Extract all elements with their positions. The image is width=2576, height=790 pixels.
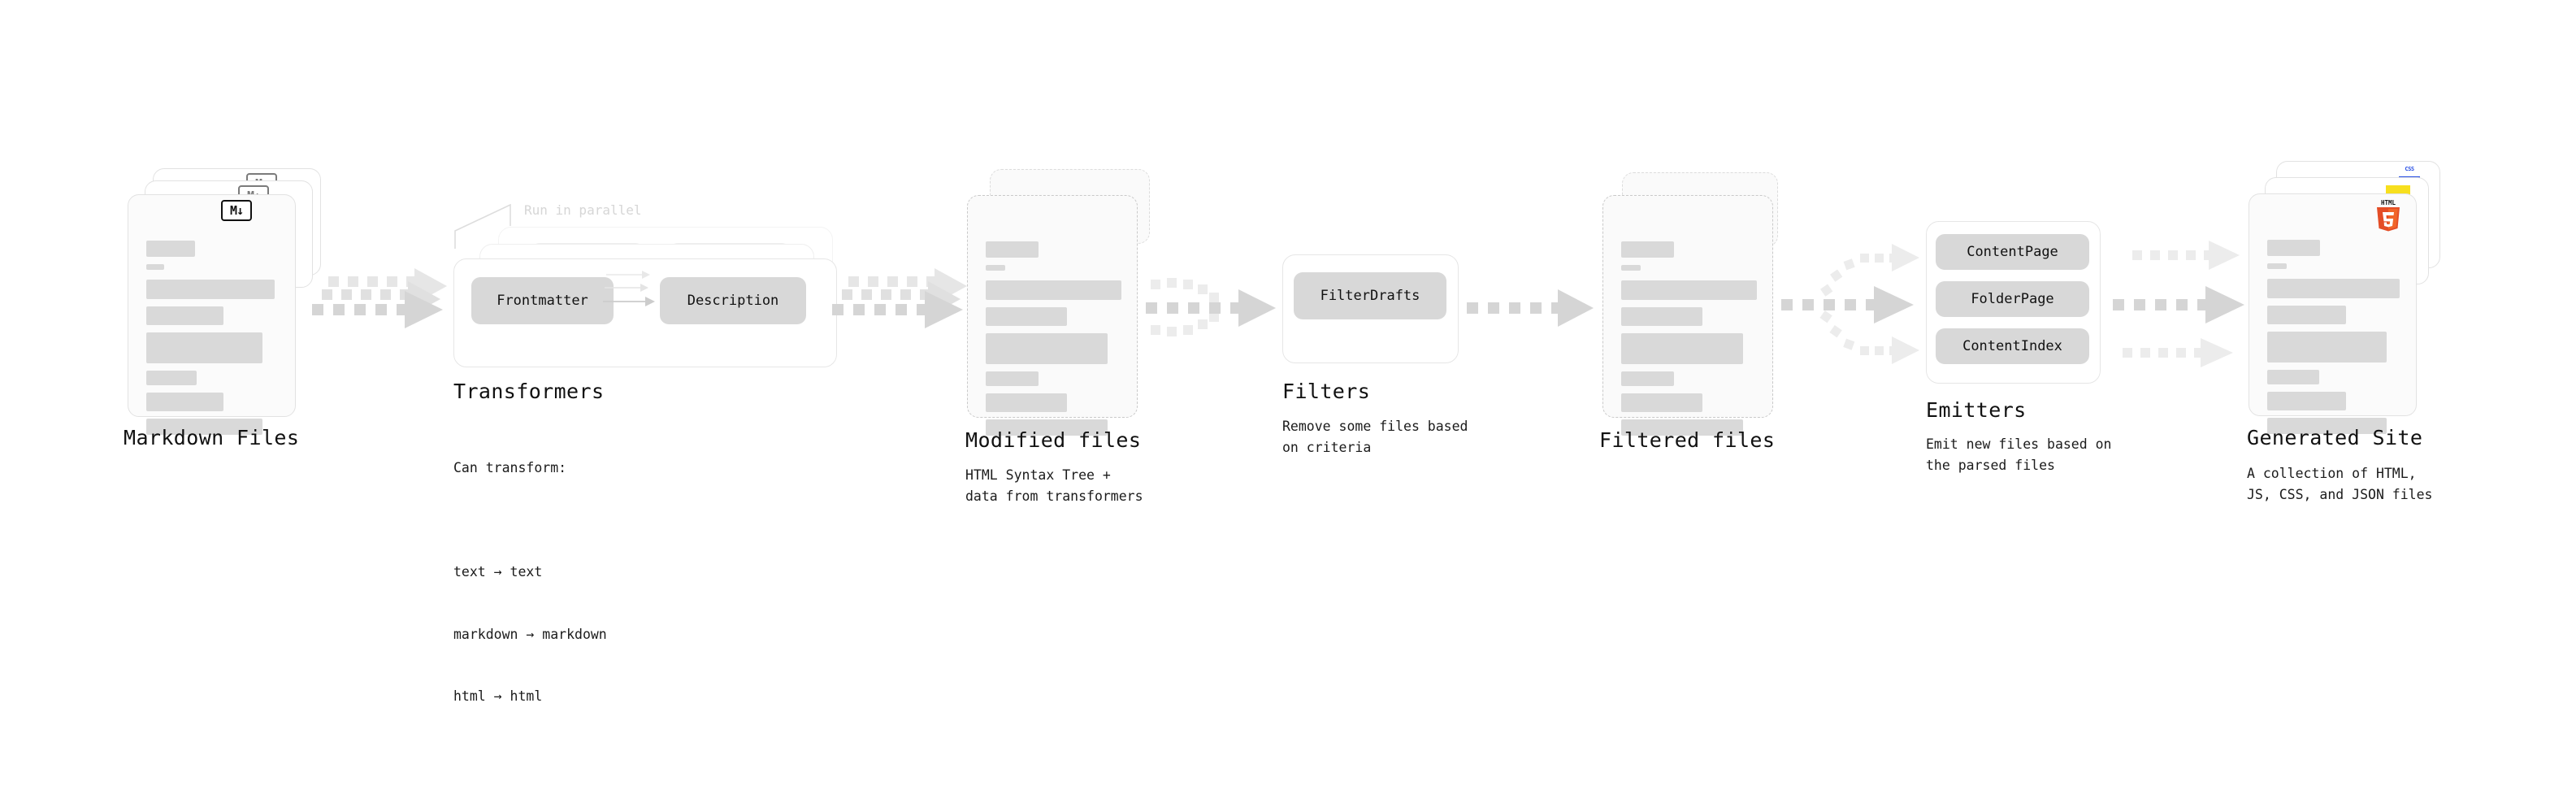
diagram-canvas: M↓ M↓ M↓ Markdown Files (124, 161, 2440, 704)
site-card-bars (2267, 240, 2400, 441)
content-bar (1621, 419, 1743, 436)
content-bar (2267, 240, 2320, 256)
transformer-chip-description[interactable]: Description (660, 277, 806, 324)
emitter-chip-contentpage[interactable]: ContentPage (1936, 234, 2089, 270)
modified-card-bars (986, 241, 1121, 443)
stage-caption-transformers: Can transform: text → text markdown → ma… (453, 416, 607, 790)
content-bar (986, 241, 1039, 258)
stage-caption-generated-site: A collection of HTML, JS, CSS, and JSON … (2247, 466, 2433, 502)
transformer-internal-arrows (603, 271, 655, 306)
content-bar (2267, 263, 2287, 269)
stage-title-generated-site: Generated Site (2247, 426, 2423, 449)
site-card-front (2249, 193, 2417, 434)
filter-chip-filterdrafts[interactable]: FilterDrafts (1294, 272, 1446, 319)
modified-card-front (967, 195, 1138, 436)
content-bar (986, 280, 1121, 300)
content-bar (1621, 333, 1743, 364)
stage-title-emitters: Emitters (1926, 398, 2027, 422)
content-bar (1621, 371, 1674, 386)
stage-title-transformers: Transformers (453, 380, 605, 403)
content-bar (2267, 418, 2387, 434)
content-bar (146, 332, 262, 363)
content-bar (986, 419, 1108, 436)
content-bar (146, 393, 223, 411)
content-bar (986, 393, 1067, 412)
connector-transformers-to-modified (832, 268, 967, 328)
markdown-card-bars (146, 241, 279, 442)
connector-filtered-to-emitters (1781, 244, 1919, 364)
filtered-card-front (1602, 195, 1773, 436)
content-bar (146, 371, 197, 385)
html5-badge-icon: HTML (2377, 199, 2400, 232)
content-bar (1621, 393, 1702, 412)
connector-emitters-to-site (2113, 241, 2244, 367)
run-in-parallel-label: Run in parallel (524, 202, 642, 218)
stage-caption-emitters: Emit new files based on the parsed files (1926, 436, 2112, 473)
transformers-bullet-item: markdown → markdown (453, 626, 607, 642)
stage-caption-modified-files: HTML Syntax Tree + data from transformer… (965, 467, 1143, 504)
content-bar (1621, 265, 1641, 271)
content-bar (146, 280, 275, 299)
transformers-bullet-item: text → text (453, 563, 543, 579)
stage-title-markdown-files: Markdown Files (124, 426, 300, 449)
filtered-card-bars (1621, 241, 1757, 443)
content-bar (1621, 280, 1757, 300)
content-bar (1621, 307, 1702, 326)
content-bar (986, 333, 1108, 364)
content-bar (986, 265, 1005, 271)
svg-text:HTML: HTML (2381, 199, 2396, 206)
transformers-bullet-list: text → text markdown → markdown html → h… (453, 520, 607, 749)
run-in-parallel-bracket (454, 203, 511, 249)
emitter-chip-contentindex[interactable]: ContentIndex (1936, 328, 2089, 364)
transformer-chip-frontmatter[interactable]: Frontmatter (471, 277, 614, 324)
transformers-caption-lead: Can transform: (453, 460, 567, 476)
content-bar (146, 306, 223, 325)
connector-filters-to-filtered (1467, 289, 1594, 327)
connector-md-to-transformers (312, 268, 447, 328)
stage-caption-filters: Remove some files based on criteria (1282, 419, 1468, 455)
connector-modified-to-filters (1146, 278, 1276, 336)
content-bar (986, 371, 1039, 386)
stage-title-modified-files: Modified files (965, 428, 1142, 452)
content-bar (146, 241, 195, 257)
markdown-badge-front: M↓ (221, 200, 252, 221)
content-bar (146, 419, 262, 435)
content-bar (2267, 370, 2319, 384)
content-bar (2267, 279, 2400, 298)
transformers-bullet-item: html → html (453, 688, 543, 705)
content-bar (1621, 241, 1674, 258)
content-bar (146, 264, 164, 270)
content-bar (2267, 392, 2346, 410)
stage-title-filters: Filters (1282, 380, 1371, 403)
content-bar (986, 307, 1067, 326)
content-bar (2267, 306, 2346, 324)
markdown-card-front (128, 194, 296, 435)
emitter-chip-folderpage[interactable]: FolderPage (1936, 281, 2089, 317)
content-bar (2267, 332, 2387, 362)
stage-title-filtered-files: Filtered files (1599, 428, 1776, 452)
